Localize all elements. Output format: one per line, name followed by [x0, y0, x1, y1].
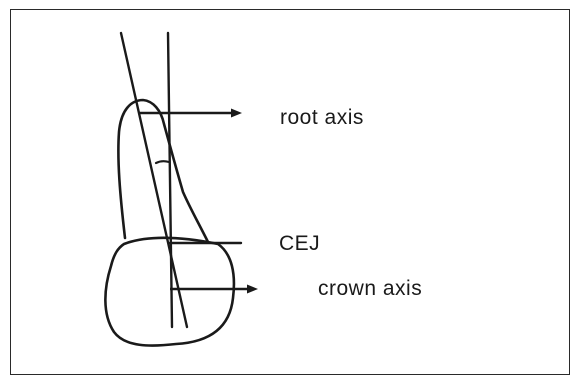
figure-frame	[10, 9, 570, 375]
crown-axis-label: crown axis	[318, 277, 423, 300]
crown-axis-line	[166, 31, 174, 329]
cej-label: CEJ	[279, 232, 321, 255]
crown-axis-arrow	[170, 284, 258, 294]
root-axis-line	[119, 31, 189, 329]
root-axis-arrow	[138, 108, 242, 118]
angle-arc	[154, 160, 171, 165]
root-axis-label: root axis	[280, 106, 364, 129]
root-outline	[117, 98, 210, 244]
